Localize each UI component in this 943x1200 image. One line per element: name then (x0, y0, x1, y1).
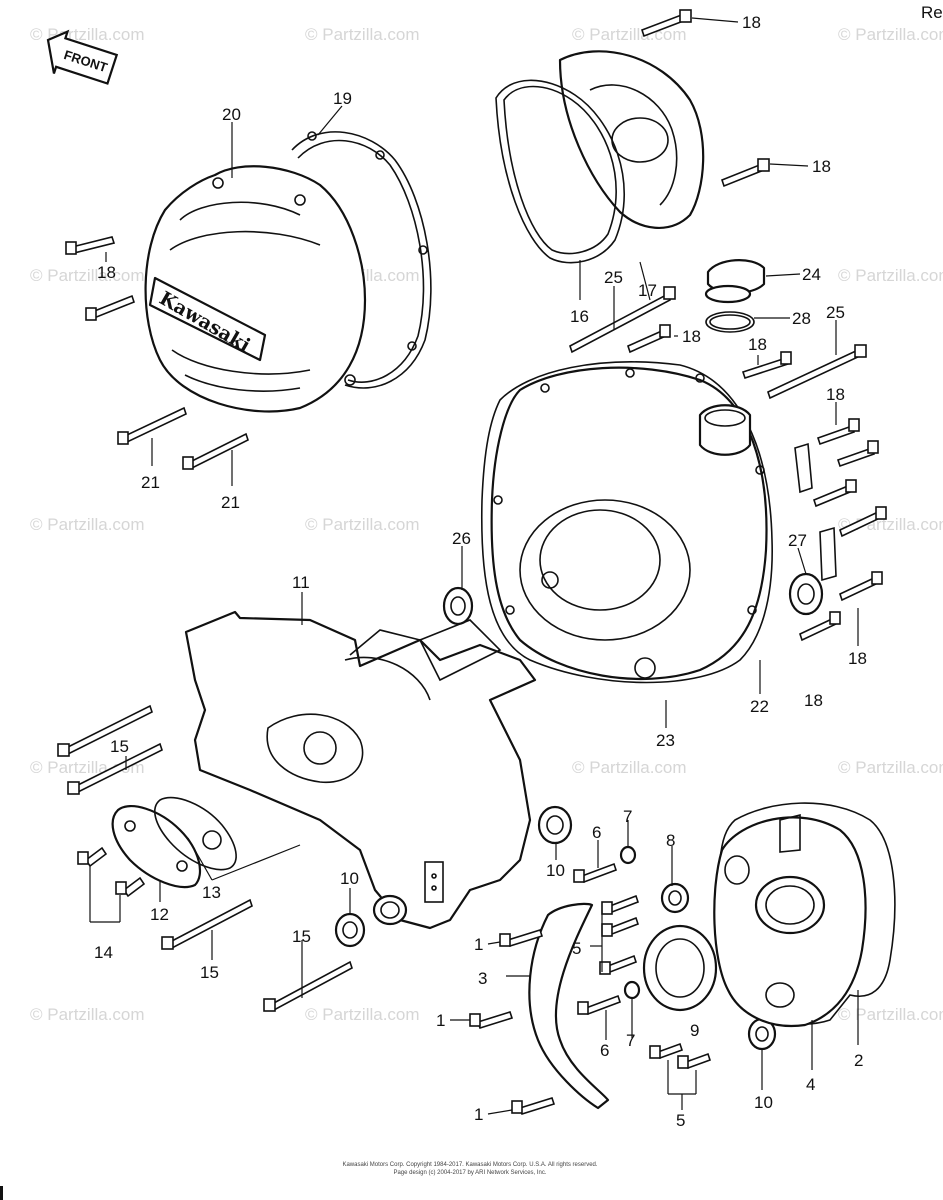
front-arrow-icon: FRONT (46, 29, 119, 85)
callout-2: 2 (854, 1051, 863, 1070)
corner-text: Re (921, 3, 943, 22)
watermark: © Partzilla.com (838, 25, 943, 44)
callout-28: 28 (792, 309, 811, 328)
oil-seal-27 (788, 572, 824, 616)
callout-12: 12 (150, 905, 169, 924)
oil-filler-cap (704, 259, 766, 304)
callout-10: 10 (340, 869, 359, 888)
callout-9: 9 (690, 1021, 699, 1040)
magneto-cover: Kawasaki (144, 165, 367, 413)
callout-27: 27 (788, 531, 807, 550)
chain-guide-3 (528, 902, 610, 1110)
callout-7: 7 (626, 1031, 635, 1050)
bolt-14 (77, 846, 146, 898)
callout-18: 18 (812, 157, 831, 176)
callout-18: 18 (97, 263, 116, 282)
copyright-line-2: Page design (c) 2004-2017 by ARI Network… (393, 1170, 546, 1176)
callout-19: 19 (333, 89, 352, 108)
watermark: © Partzilla.com (838, 266, 943, 285)
oil-seal-large (642, 924, 718, 1012)
watermark: © Partzilla.com (572, 25, 687, 44)
bolts-bottom (469, 845, 712, 1115)
callout-24: 24 (802, 265, 821, 284)
callout-16: 16 (570, 307, 589, 326)
watermark: © Partzilla.com (30, 1005, 145, 1024)
watermark: © Partzilla.com (305, 25, 420, 44)
callout-25: 25 (604, 268, 623, 287)
clamps (794, 442, 837, 582)
callout-5: 5 (676, 1111, 685, 1130)
callout-20: 20 (222, 105, 241, 124)
watermark: © Partzilla.com (30, 266, 145, 285)
gasket-13 (154, 796, 237, 871)
callout-4: 4 (806, 1075, 815, 1094)
o-ring (705, 311, 755, 333)
watermark: © Partzilla.com (30, 515, 145, 534)
callout-22: 22 (750, 697, 769, 716)
callout-7: 7 (623, 807, 632, 826)
callout-6: 6 (600, 1041, 609, 1060)
callout-5: 5 (572, 939, 581, 958)
callout-15: 15 (200, 963, 219, 982)
callout-25: 25 (826, 303, 845, 322)
clutch-cover (480, 361, 773, 684)
edge-mark (0, 1186, 3, 1200)
oil-seal-26 (442, 586, 474, 626)
callout-18: 18 (748, 335, 767, 354)
watermark: © Partzilla.com (305, 515, 420, 534)
callout-8: 8 (666, 831, 675, 850)
watermark: © Partzilla.com (838, 1005, 943, 1024)
callout-26: 26 (452, 529, 471, 548)
clutch-outer-cover (495, 50, 705, 264)
callout-21: 21 (221, 493, 240, 512)
callout-18: 18 (742, 13, 761, 32)
copyright-line-1: Kawasaki Motors Corp. Copyright 1984-201… (342, 1162, 597, 1168)
magneto-cover-gasket (291, 131, 432, 389)
gear-cover-2 (713, 802, 896, 1028)
oil-seal-8 (660, 882, 690, 914)
callout-21: 21 (141, 473, 160, 492)
callout-11: 11 (292, 573, 310, 592)
callout-1: 1 (474, 1105, 483, 1124)
callout-18: 18 (848, 649, 867, 668)
engine-sprocket-cover (184, 610, 537, 930)
watermark: © Partzilla.com (838, 758, 943, 777)
bolt-15 (57, 704, 353, 1012)
callout-17: 17 (638, 281, 657, 300)
bolts-middle (569, 286, 887, 642)
callout-15: 15 (110, 737, 129, 756)
callout-3: 3 (478, 969, 487, 988)
callout-6: 6 (592, 823, 601, 842)
watermark: © Partzilla.com (305, 1005, 420, 1024)
callout-10: 10 (546, 861, 565, 880)
callout-23: 23 (656, 731, 675, 750)
leader-lines (89, 17, 859, 1115)
cover-plate-12 (111, 805, 202, 889)
callouts: 18 18 20 19 18 21 21 16 25 17 18 24 28 2… (94, 13, 867, 1130)
callout-18: 18 (682, 327, 701, 346)
callout-1: 1 (474, 935, 483, 954)
callout-1: 1 (436, 1011, 445, 1030)
callout-13: 13 (202, 883, 221, 902)
callout-14: 14 (94, 943, 113, 962)
callout-15: 15 (292, 927, 311, 946)
callout-18: 18 (804, 691, 823, 710)
watermark: © Partzilla.com (572, 758, 687, 777)
callout-10: 10 (754, 1093, 773, 1112)
bolt-18-left (65, 236, 135, 321)
bolt-18-top (640, 9, 770, 188)
bolt-21 (117, 406, 249, 470)
callout-18: 18 (826, 385, 845, 404)
